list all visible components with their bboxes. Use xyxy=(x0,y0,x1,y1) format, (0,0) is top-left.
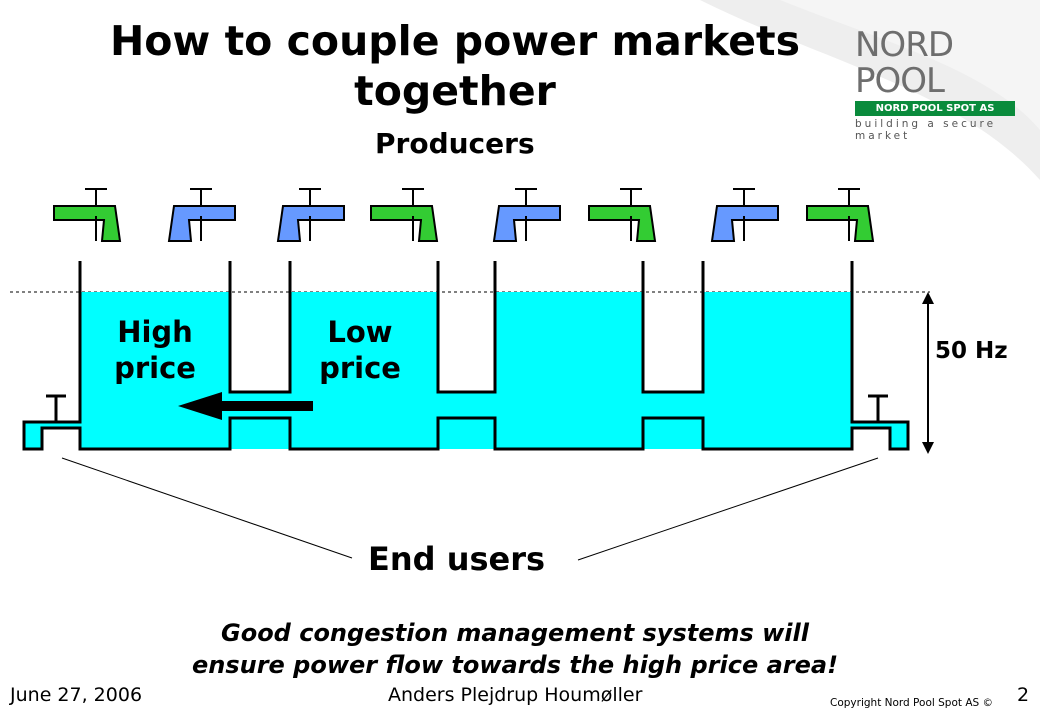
company-logo: NORD POOL NORD POOL SPOT AS building a s… xyxy=(855,27,1015,142)
tap-icon xyxy=(493,188,561,242)
tap-icon xyxy=(588,188,656,242)
low-price-label: Low price xyxy=(300,314,420,386)
logo-wordmark: NORD POOL xyxy=(855,25,954,101)
logo-bar: NORD POOL SPOT AS xyxy=(855,101,1015,116)
logo-tagline: building a secure market xyxy=(855,118,997,142)
tap-icon xyxy=(806,188,874,242)
end-users-label: End users xyxy=(368,540,546,578)
high-price-line2: price xyxy=(114,351,196,385)
note-line-2: ensure power flow towards the high price… xyxy=(191,651,839,679)
tap-icon xyxy=(277,188,345,242)
end-users-line-left xyxy=(61,457,353,559)
high-price-line1: High xyxy=(117,315,193,349)
producers-label: Producers xyxy=(375,127,535,160)
frequency-label: 50 Hz xyxy=(935,338,1008,364)
end-users-line-right xyxy=(577,457,879,561)
tap-icon xyxy=(168,188,236,242)
high-price-label: High price xyxy=(95,314,215,386)
tap-icon xyxy=(711,188,779,242)
low-price-line2: price xyxy=(319,351,401,385)
page-number: 2 xyxy=(1017,684,1030,706)
footer-date: June 27, 2006 xyxy=(10,684,143,706)
tap-icon xyxy=(370,188,438,242)
producer-taps xyxy=(53,188,874,242)
footer-author: Anders Plejdrup Houmøller xyxy=(388,684,643,706)
frequency-range-arrow xyxy=(922,292,934,454)
low-price-line1: Low xyxy=(327,315,393,349)
footer-copyright: Copyright Nord Pool Spot AS © xyxy=(830,697,994,709)
arrow-left-icon xyxy=(178,392,313,420)
note-line-1: Good congestion management systems will xyxy=(221,619,809,647)
congestion-note: Good congestion management systems will … xyxy=(130,617,900,681)
tap-icon xyxy=(53,188,121,242)
page-title: How to couple power markets together xyxy=(109,17,801,115)
